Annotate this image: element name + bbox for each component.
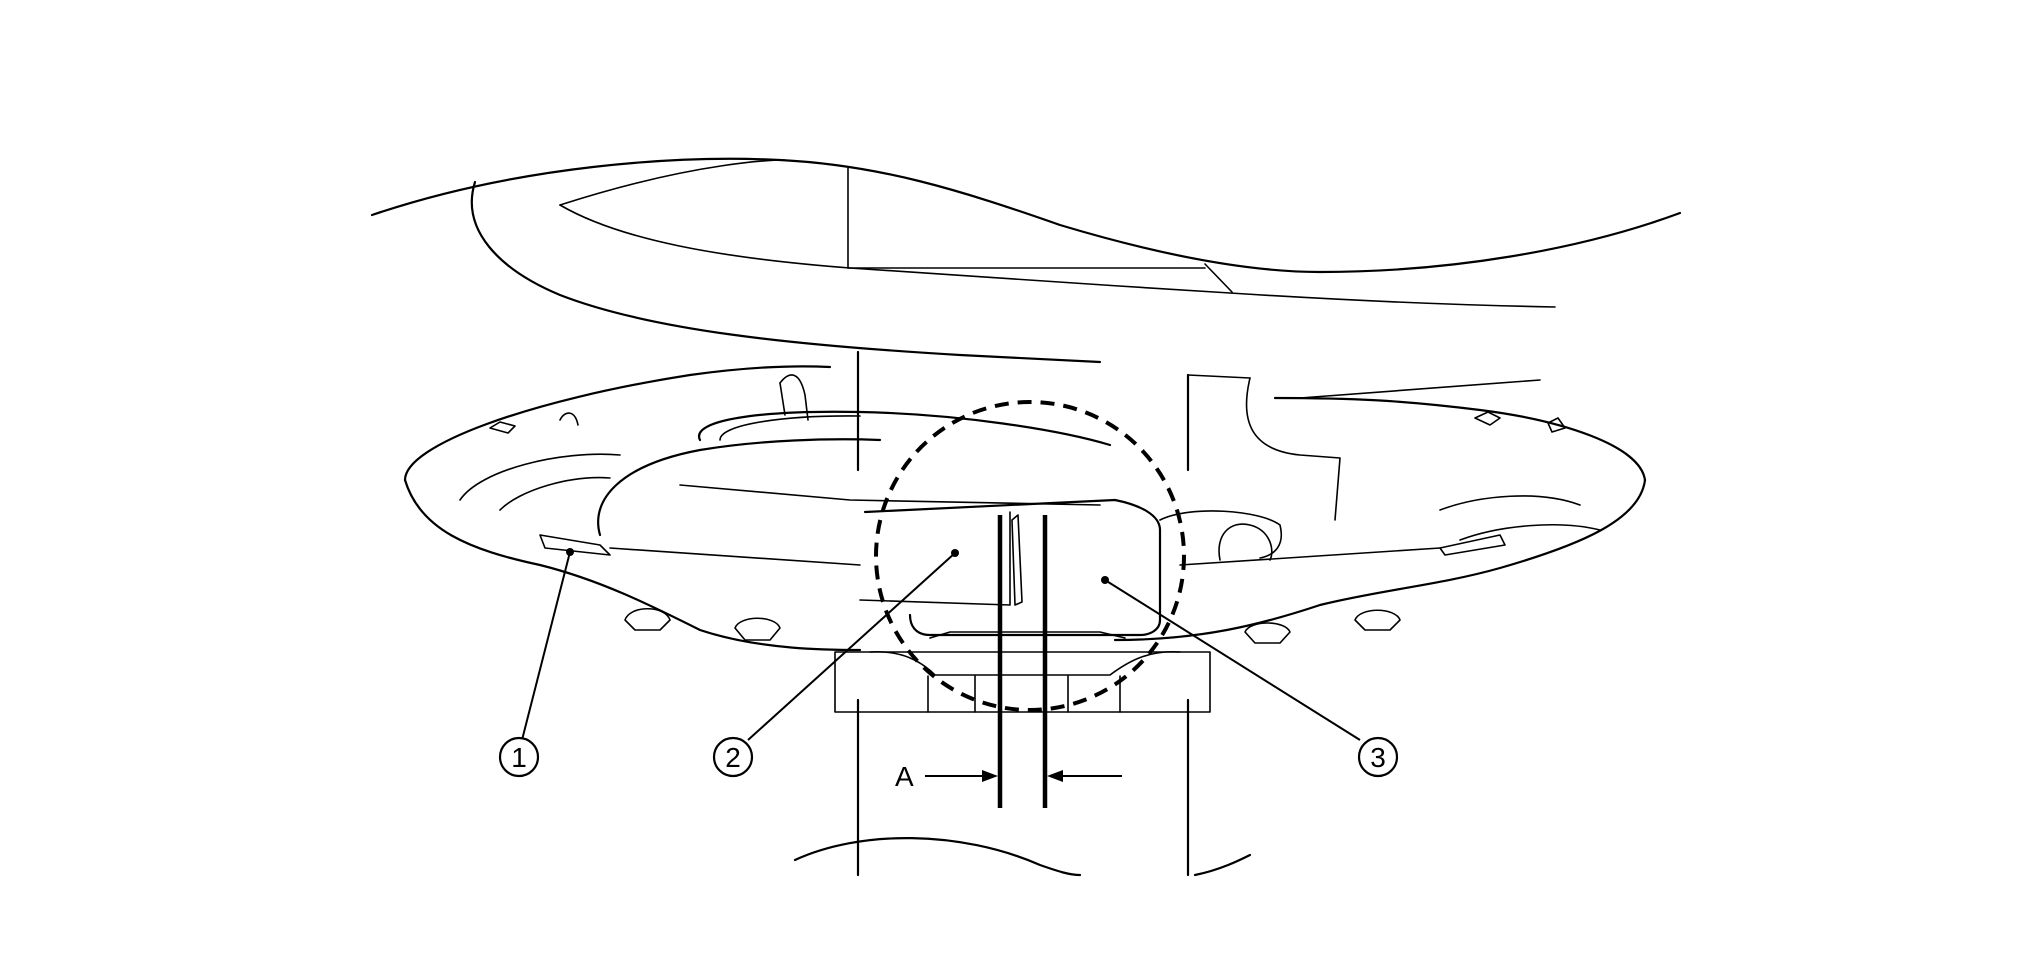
callout-3-label: 3	[1370, 742, 1386, 773]
spring-upper-seat	[403, 365, 1647, 652]
lower-seat-block	[834, 631, 1211, 713]
callout-1: 1	[498, 736, 540, 778]
callout-2-label: 2	[725, 742, 741, 773]
dimension-a: A	[895, 515, 1122, 808]
detail-circle	[874, 400, 1186, 712]
callout-1-label: 1	[511, 742, 527, 773]
callout-2: 2	[712, 736, 754, 778]
spring-rubber-seat	[597, 374, 1282, 561]
callout-leaders	[521, 548, 1361, 741]
dimension-a-label: A	[895, 761, 914, 792]
callout-3: 3	[1357, 736, 1399, 778]
bound-bumper	[859, 498, 1162, 637]
strut-body	[793, 350, 1341, 877]
upper-body-panel	[370, 157, 1682, 364]
